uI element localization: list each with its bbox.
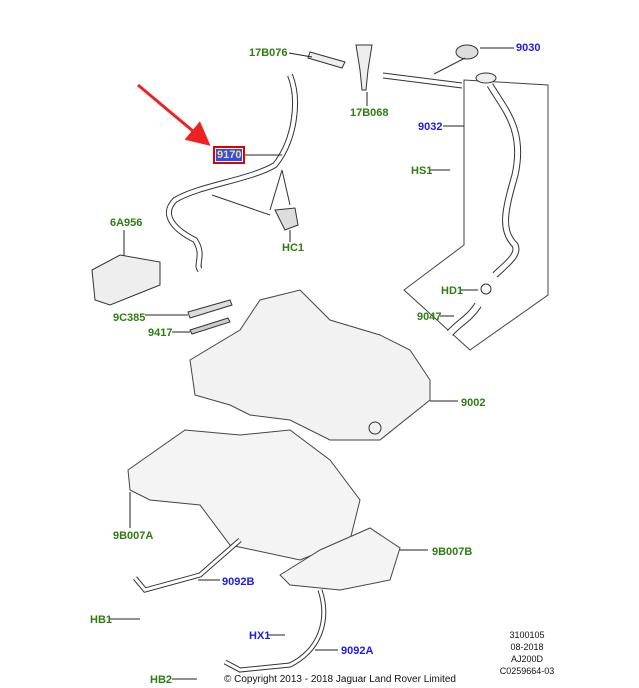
label-9047[interactable]: 9047	[417, 311, 442, 323]
label-HX1[interactable]: HX1	[249, 630, 271, 642]
label-9B007B[interactable]: 9B007B	[432, 546, 473, 558]
vent-tube	[166, 73, 298, 273]
sender-strip	[187, 299, 233, 319]
label-9417[interactable]: 9417	[148, 327, 173, 339]
label-HS1[interactable]: HS1	[411, 165, 433, 177]
clip-part	[274, 207, 299, 231]
label-HB1[interactable]: HB1	[90, 614, 113, 626]
label-6A956[interactable]: 6A956	[110, 217, 143, 229]
label-9092B[interactable]: 9092B	[222, 576, 255, 588]
tank-filler-port	[368, 421, 382, 435]
label-HB2[interactable]: HB2	[150, 674, 173, 686]
label-9C385[interactable]: 9C385	[113, 312, 146, 324]
nozzle-part	[355, 44, 373, 91]
clamp	[480, 283, 492, 295]
diagram-code: 3100105	[509, 630, 545, 640]
strap-9092A	[223, 589, 327, 673]
diagram-date: 08-2018	[510, 642, 544, 652]
label-9092A[interactable]: 9092A	[341, 645, 374, 657]
highlight-arrow	[137, 83, 211, 146]
diagram-info-block: 3100105 08-2018 AJ200D C0259664-03	[487, 629, 567, 677]
label-9002[interactable]: 9002	[461, 397, 486, 409]
diagram-engine: AJ200D	[510, 654, 544, 664]
diagram-ref: C0259664-03	[499, 666, 555, 676]
fuel-cap	[455, 44, 479, 60]
filler-neck-head	[475, 72, 497, 84]
label-9032[interactable]: 9032	[418, 121, 443, 133]
seal-strip	[189, 317, 231, 335]
vent-connector	[307, 51, 346, 69]
filler-group-outline	[403, 79, 549, 351]
label-9170-highlighted[interactable]: 9170	[212, 146, 246, 164]
fuel-tank	[189, 289, 431, 441]
heat-shield-part	[91, 254, 161, 306]
label-9B007A[interactable]: 9B007A	[113, 530, 154, 542]
label-HD1[interactable]: HD1	[441, 285, 464, 297]
label-9030[interactable]: 9030	[516, 42, 541, 54]
label-17B076[interactable]: 17B076	[249, 47, 288, 59]
underbody-shield-b	[279, 527, 401, 591]
label-17B068[interactable]: 17B068	[350, 107, 389, 119]
copyright-text: © Copyright 2013 - 2018 Jaguar Land Rove…	[222, 674, 458, 686]
label-HC1[interactable]: HC1	[282, 242, 305, 254]
underbody-shield-a	[127, 429, 361, 561]
leader-lines	[110, 47, 514, 680]
